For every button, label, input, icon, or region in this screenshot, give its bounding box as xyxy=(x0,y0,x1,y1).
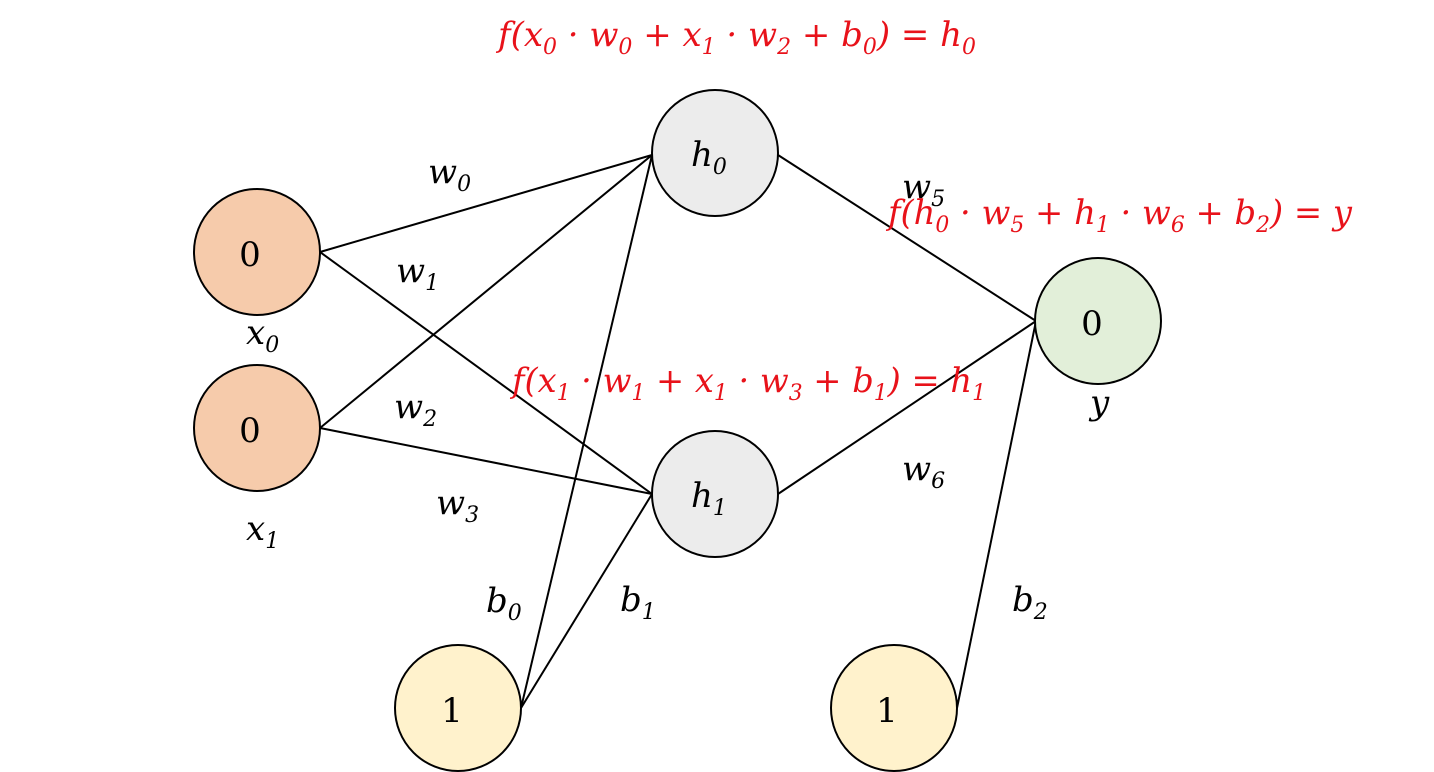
input-node-x0: 0 xyxy=(193,188,321,316)
node-circle xyxy=(193,364,321,492)
node-label: h0 xyxy=(691,135,727,180)
bias-weight-b1: b1 xyxy=(620,580,656,625)
edge-h1-y xyxy=(777,320,1037,495)
node-circle xyxy=(651,89,779,217)
node-value: 0 xyxy=(1081,304,1103,344)
hidden-node-h0: h0 xyxy=(651,89,779,217)
weight-w3: w3 xyxy=(436,483,479,528)
caption-x1: x1 xyxy=(246,509,279,554)
caption-x0: x0 xyxy=(246,313,279,358)
edges xyxy=(319,154,1037,709)
caption-y: y xyxy=(1088,383,1110,423)
edge-x1-h1 xyxy=(319,427,653,495)
output-node-y: 0 xyxy=(1034,257,1162,385)
edge-x0-h0 xyxy=(319,154,653,253)
node-label: h1 xyxy=(691,476,727,521)
formula-h1: f(x1 · w1 + x1 · w3 + b1) = h1 xyxy=(509,361,986,406)
weight-w2: w2 xyxy=(394,387,437,432)
weight-w0: w0 xyxy=(428,152,471,197)
edge-bias2-y xyxy=(956,320,1037,709)
formula-h0: f(x0 · w0 + x1 · w2 + b0) = h0 xyxy=(495,15,976,60)
weight-w5: w5 xyxy=(902,167,945,212)
node-value: 0 xyxy=(239,411,261,451)
node-circle xyxy=(830,644,958,772)
edge-h0-y xyxy=(777,154,1037,322)
formula-y: f(h0 · w5 + h1 · w6 + b2) = y xyxy=(885,193,1353,238)
node-value: 1 xyxy=(876,691,898,731)
edge-x1-h0 xyxy=(319,154,653,429)
node-circle xyxy=(651,430,779,558)
bias-node-1: 1 xyxy=(394,644,522,772)
input-node-x1: 0 xyxy=(193,364,321,492)
node-circle xyxy=(394,644,522,772)
node-circle xyxy=(1034,257,1162,385)
node-value: 0 xyxy=(239,235,261,275)
hidden-node-h1: h1 xyxy=(651,430,779,558)
weight-labels: w0 w1 w2 w3 w5 w6 b0 b1 b2 xyxy=(394,152,1048,626)
node-value: 1 xyxy=(441,691,463,731)
edge-bias1-h1 xyxy=(520,493,653,709)
bias-weight-b0: b0 xyxy=(486,581,522,626)
node-circle xyxy=(193,188,321,316)
edge-bias1-h0 xyxy=(520,154,653,709)
weight-w1: w1 xyxy=(396,251,439,296)
weight-w6: w6 xyxy=(902,449,945,494)
bias-weight-b2: b2 xyxy=(1012,580,1048,625)
edge-x0-h1 xyxy=(319,251,653,495)
bias-node-2: 1 xyxy=(830,644,958,772)
